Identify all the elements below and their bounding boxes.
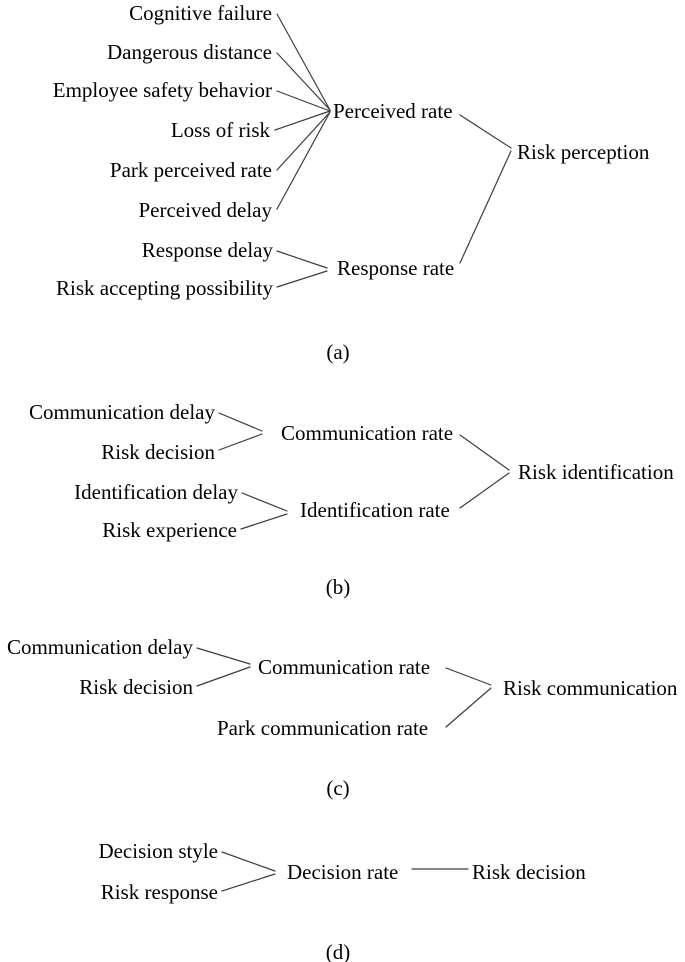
edge-a-perceived-delay (276, 111, 331, 210)
panel-a-node-park-perceived-rate: Park perceived rate (109, 158, 272, 182)
panel-d-caption: (d) (325, 940, 351, 962)
edge-a-response-delay (276, 250, 328, 269)
panel-d-node-risk-decision: Risk decision (472, 860, 586, 884)
panel-a-node-risk-perception: Risk perception (517, 140, 650, 164)
panel-b-node-identification-delay: Identification delay (74, 480, 238, 504)
edge-a-loss-of-risk (274, 110, 331, 131)
edge-b-communication-rate-root (459, 434, 510, 471)
panel-c-node-communication-rate: Communication rate (258, 655, 431, 679)
panel-a-node-risk-accepting-possibility: Risk accepting possibility (56, 276, 273, 300)
panel-b-node-communication-rate: Communication rate (281, 421, 454, 445)
panel-b-node-risk-decision: Risk decision (101, 440, 215, 464)
panel-a-node-response-delay: Response delay (141, 238, 273, 262)
edge-a-park-perceived-rate (276, 111, 331, 171)
edge-c-communication-delay (196, 647, 251, 665)
panel-b-node-communication-delay: Communication delay (28, 400, 215, 424)
panel-a-node-perceived-delay: Perceived delay (138, 198, 272, 222)
edge-b-identification-rate-root (459, 472, 510, 509)
edge-a-dangerous-distance (276, 52, 331, 111)
edge-b-communication-delay (218, 412, 263, 432)
panel-b-caption: (b) (325, 575, 351, 599)
panel-a-node-perceived-rate: Perceived rate (333, 99, 453, 123)
edge-d-risk-response (221, 873, 276, 892)
edge-c-communication-rate-root (445, 667, 492, 686)
panel-c-node-risk-decision: Risk decision (79, 675, 193, 699)
panel-c-node-risk-communication: Risk communication (503, 676, 678, 700)
edge-a-risk-accepting-possibility (276, 270, 328, 288)
panel-a-node-employee-safety-behavior: Employee safety behavior (52, 78, 272, 102)
panel-c-caption: (c) (326, 776, 350, 800)
panel-a-node-dangerous-distance: Dangerous distance (106, 40, 272, 64)
panel-b-node-identification-rate: Identification rate (300, 498, 450, 522)
edge-a-cognitive-failure (276, 13, 331, 111)
panel-d-node-risk-response: Risk response (100, 880, 218, 904)
edge-a-response-rate-root (459, 150, 512, 264)
panel-b-node-risk-identification: Risk identification (518, 460, 674, 484)
panel-d-node-decision-style: Decision style (98, 839, 218, 863)
panel-c-node-park-communication-rate: Park communication rate (217, 716, 429, 740)
panel-d-node-decision-rate: Decision rate (287, 860, 399, 884)
panel-a-node-response-rate: Response rate (337, 256, 455, 280)
edge-a-employee-safety-behavior (276, 90, 331, 112)
edge-b-risk-experience (240, 513, 288, 530)
edge-b-risk-decision (218, 433, 263, 451)
edge-c-park-communication-rate-root (445, 687, 492, 728)
edge-c-risk-decision (196, 666, 251, 687)
panel-a-node-cognitive-failure: Cognitive failure (129, 1, 272, 25)
edge-b-identification-delay (241, 492, 288, 512)
panel-a-caption: (a) (326, 340, 350, 364)
edge-d-decision-style (221, 851, 276, 872)
panel-c-node-communication-delay: Communication delay (6, 635, 193, 659)
panel-b-node-risk-experience: Risk experience (102, 518, 237, 542)
edge-a-perceived-rate-root (459, 114, 512, 149)
panel-a-node-loss-of-risk: Loss of risk (170, 118, 270, 142)
